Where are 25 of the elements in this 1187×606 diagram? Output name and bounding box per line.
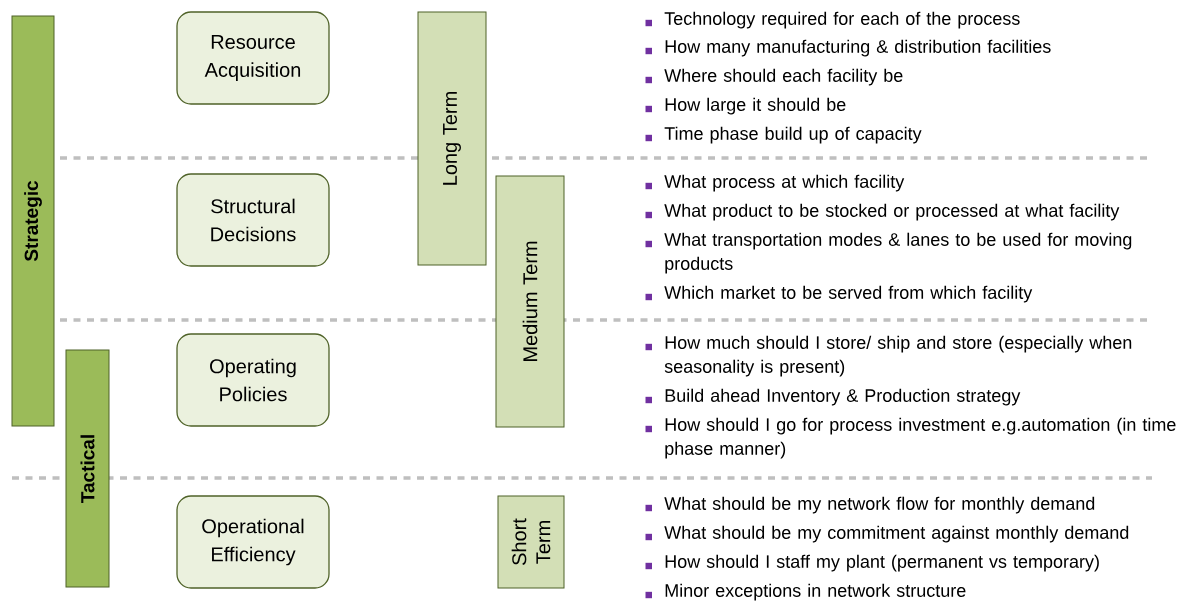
horizon-bar: Medium Term (495, 175, 565, 428)
bullet-text: What should be my commitment against monthly demand (664, 525, 1129, 543)
bullet-text: Technology required for each of the process (664, 11, 1020, 29)
horizon-bar: Long Term (417, 11, 487, 266)
level-bar: Strategic (11, 15, 55, 427)
decision-box: Structural Decisions (176, 173, 330, 267)
bullet-text: Build ahead Inventory & Production strategy (665, 388, 1021, 406)
bullet-text: What product to be stocked or processed at what facility (664, 203, 1120, 221)
decision-box: Resource Acquisition (176, 11, 330, 105)
horizon-bar: Short Term (497, 495, 565, 589)
bullet-text: How much should I store/ ship and store (especially when seasonality is present) (664, 335, 1132, 377)
bullet-text: How should I staff my plant (permanent vs temporary) (665, 554, 1099, 572)
bullet-text: Where should each facility be (664, 68, 903, 86)
bullet-text: What process at which facility (664, 174, 905, 192)
bullet-text: How should I go for process investment e.g.automation (in time phase manner) (665, 417, 1176, 459)
bullet-text: How many manufacturing & distribution facilities (665, 39, 1051, 57)
bullet-text: What should be my network flow for monthly demand (664, 496, 1095, 514)
decision-box: Operating Policies (176, 333, 330, 427)
bullet-text: Minor exceptions in network structure (665, 583, 966, 601)
bullet-text: Which market to be served from which facility (664, 285, 1033, 303)
level-bar: Tactical (65, 349, 110, 588)
bullet-text: How large it should be (665, 97, 846, 115)
decision-box: Operational Efficiency (176, 495, 330, 589)
bullet-text: Time phase build up of capacity (664, 126, 922, 144)
bullet-text: What transportation modes & lanes to be used for moving products (664, 232, 1132, 274)
